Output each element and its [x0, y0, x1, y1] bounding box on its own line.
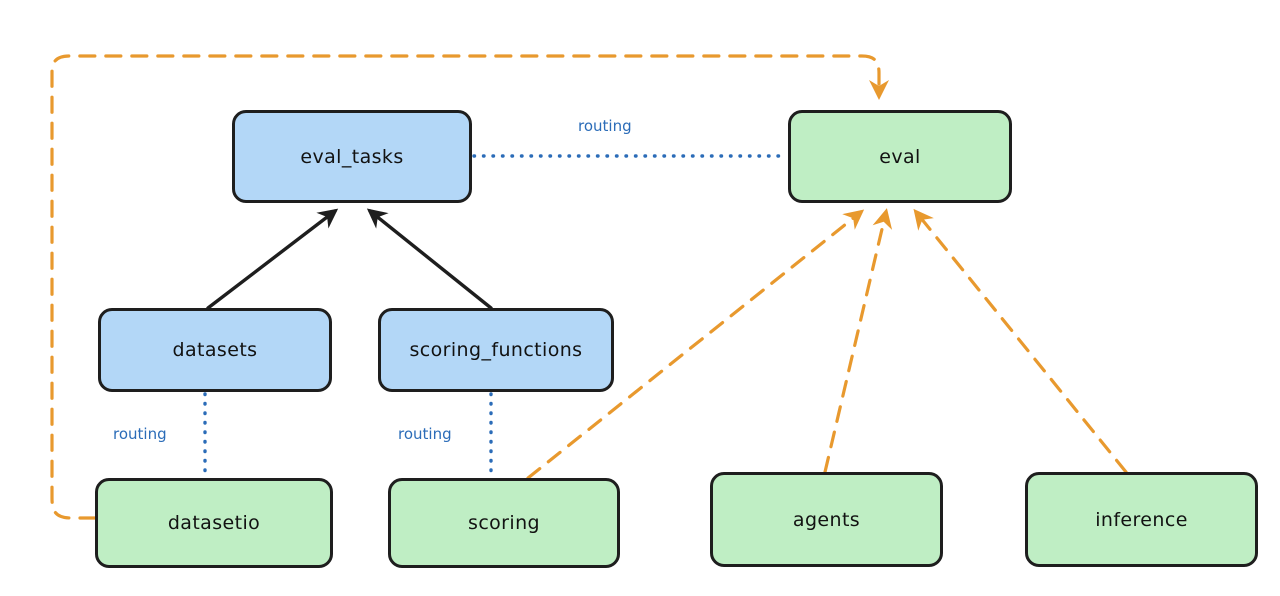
- node-label-eval: eval: [879, 145, 921, 168]
- node-label-scoring-functions: scoring_functions: [409, 339, 583, 361]
- node-label-datasetio: datasetio: [167, 512, 261, 534]
- edge-inference-to-eval: [913, 208, 1128, 474]
- node-label-inference: inference: [1095, 508, 1188, 531]
- node-eval-tasks[interactable]: eval_tasks: [232, 110, 472, 203]
- node-label-eval-tasks: eval_tasks: [300, 145, 404, 168]
- edge-label-routing-eval: routing: [578, 117, 632, 135]
- node-agents[interactable]: agents: [710, 472, 943, 567]
- node-label-scoring: scoring: [468, 512, 540, 534]
- node-label-agents: agents: [792, 508, 861, 531]
- node-scoring[interactable]: scoring: [388, 478, 620, 568]
- edge-label-routing-datasets: routing: [113, 425, 167, 443]
- node-inference[interactable]: inference: [1025, 472, 1258, 567]
- node-datasets[interactable]: datasets: [98, 308, 332, 392]
- node-label-datasets: datasets: [172, 339, 258, 361]
- node-eval[interactable]: eval: [788, 110, 1012, 203]
- node-scoring-functions[interactable]: scoring_functions: [378, 308, 614, 392]
- edge-label-routing-scoring: routing: [398, 425, 452, 443]
- edge-agents-to-eval: [823, 208, 893, 474]
- edge-scoring_functions-to-eval_tasks: [366, 208, 493, 310]
- node-datasetio[interactable]: datasetio: [95, 478, 333, 568]
- edge-datasets-to-eval_tasks: [206, 208, 339, 310]
